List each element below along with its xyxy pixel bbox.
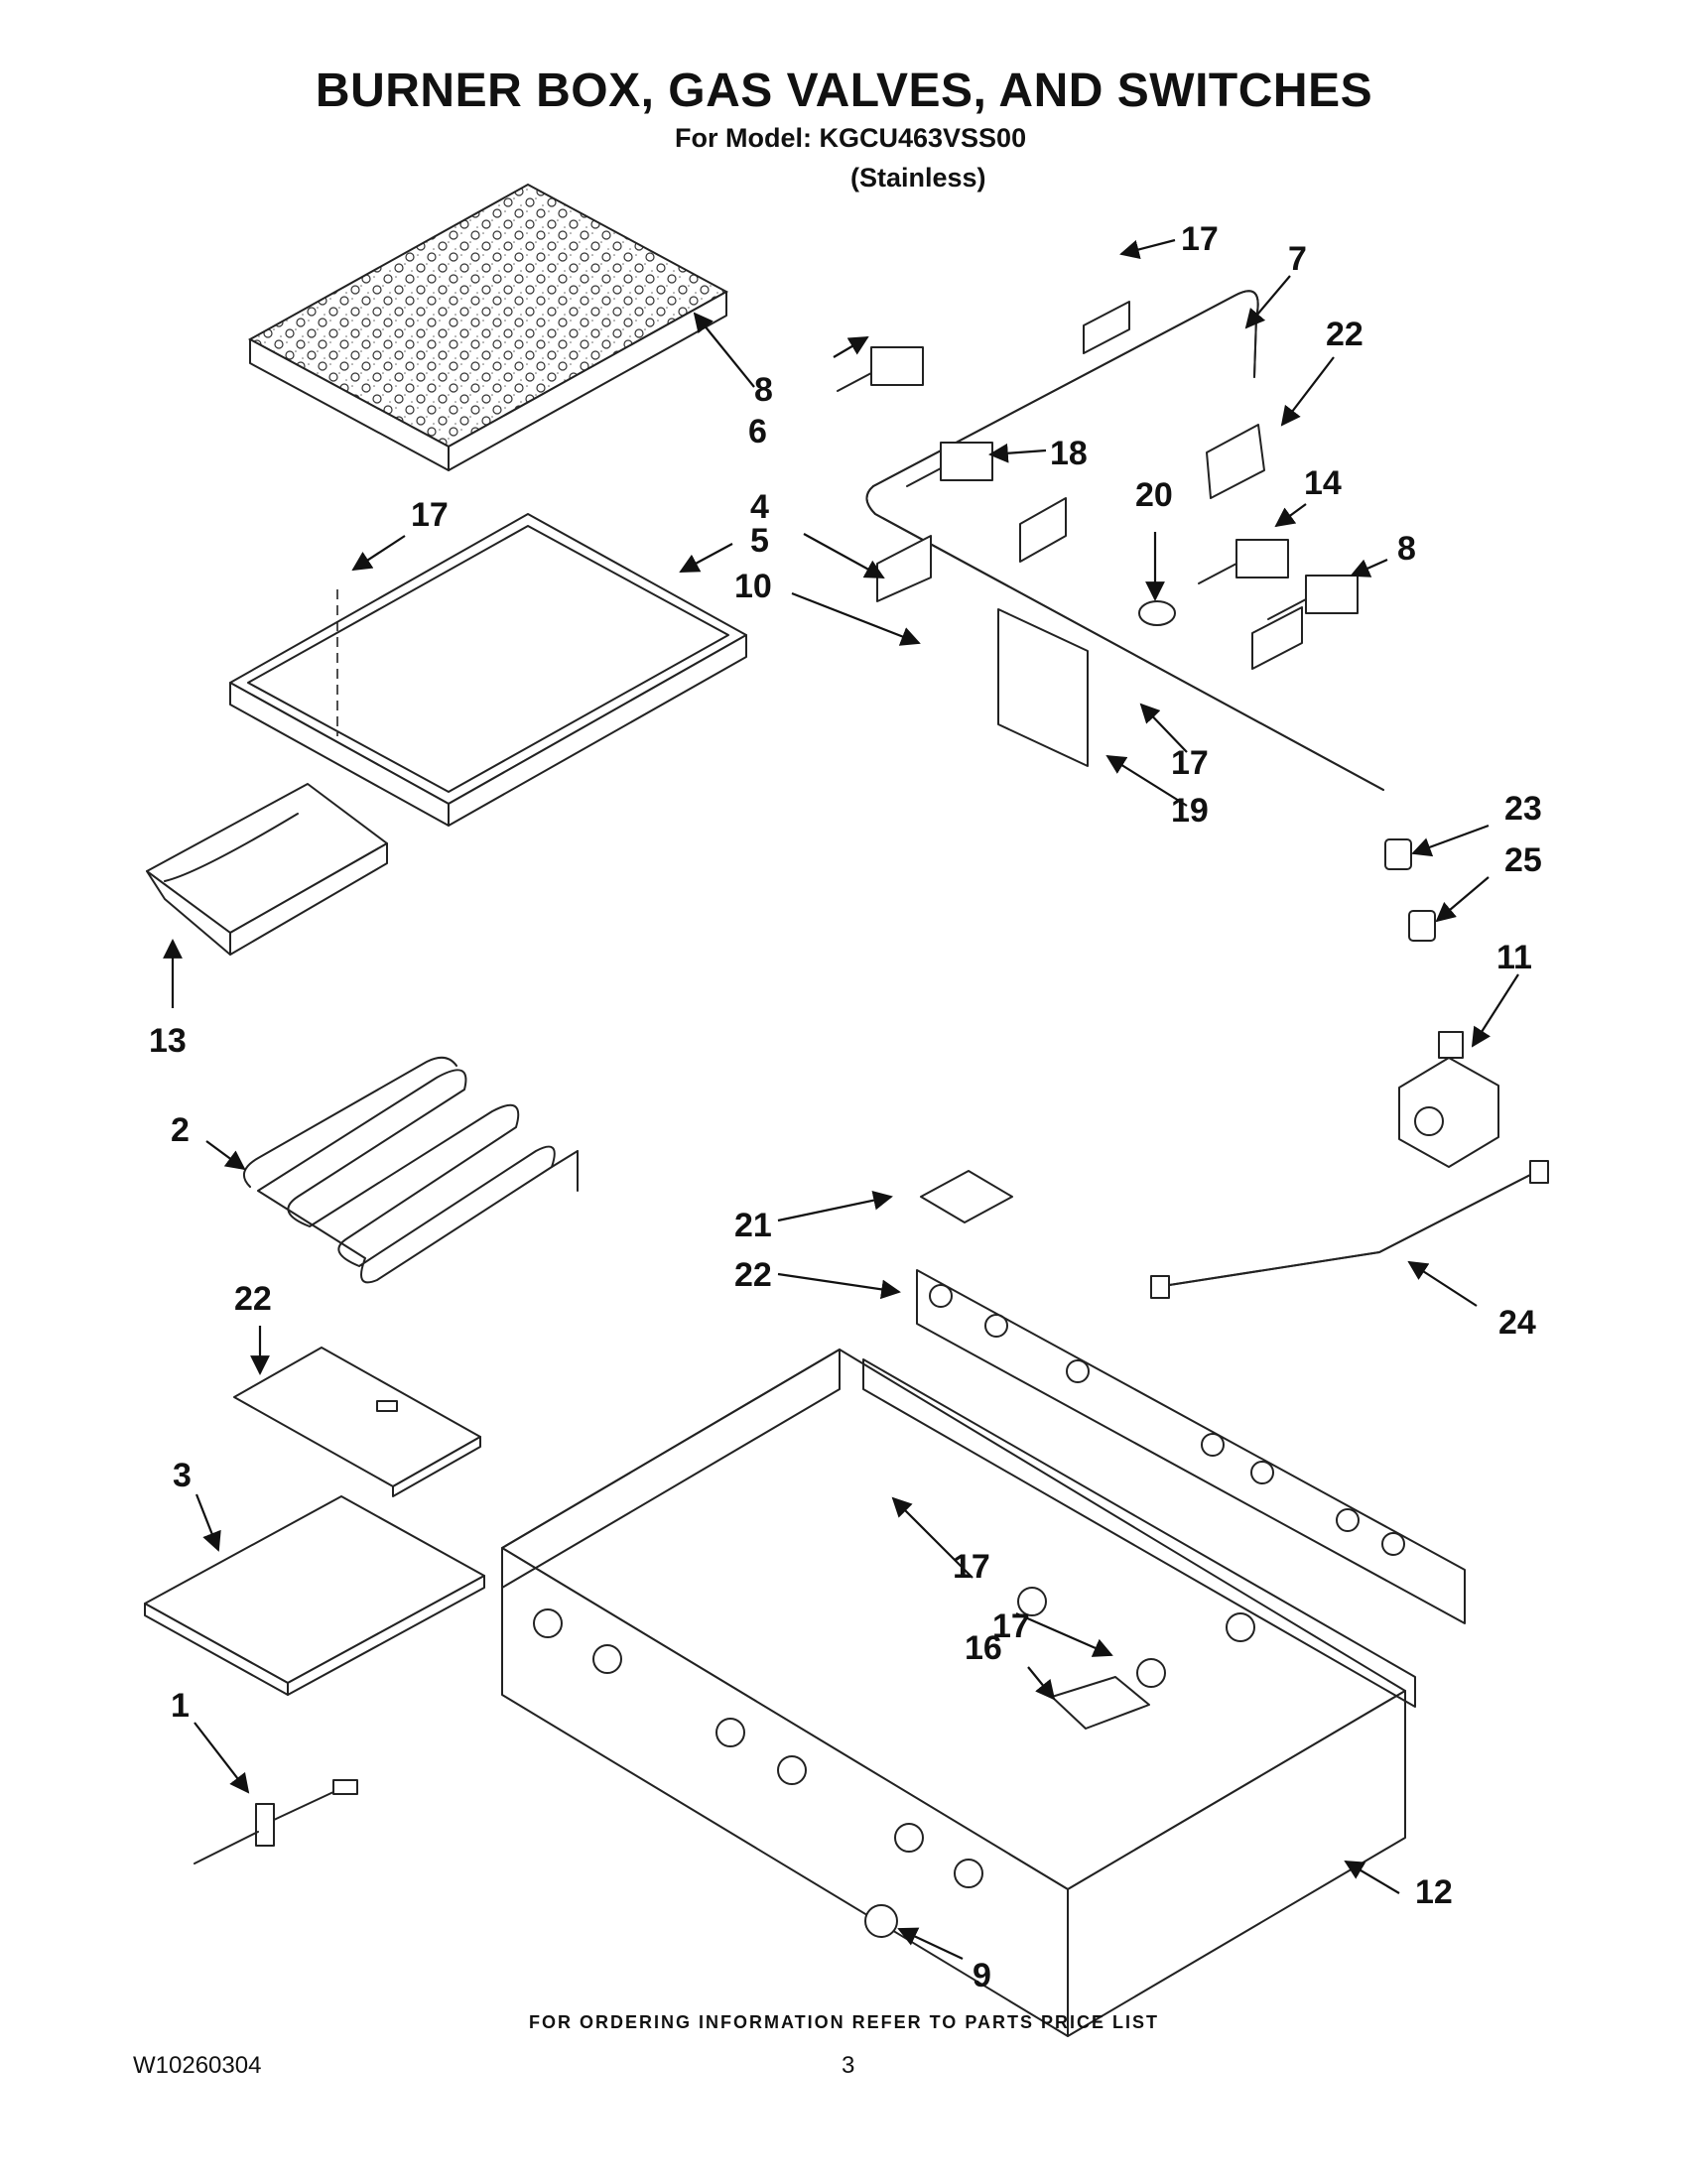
callout-4: 4 bbox=[750, 488, 769, 526]
callout-12: 12 bbox=[1415, 1873, 1453, 1911]
bottom-shield-part bbox=[144, 1495, 485, 1696]
knob-part bbox=[864, 1904, 898, 1938]
access-panel-part bbox=[997, 608, 1089, 767]
page-number: 3 bbox=[842, 2052, 855, 2079]
callout-17-lower: 17 bbox=[953, 1548, 990, 1586]
callout-11: 11 bbox=[1496, 939, 1532, 976]
callout-10: 10 bbox=[734, 568, 772, 605]
callout-19: 19 bbox=[1171, 792, 1209, 830]
igniter-part bbox=[194, 1779, 358, 1864]
callout-21: 21 bbox=[734, 1207, 772, 1244]
callout-22-left: 22 bbox=[234, 1280, 272, 1318]
pressure-regulator-part bbox=[1398, 1031, 1499, 1168]
document-number: W10260304 bbox=[133, 2052, 262, 2079]
callout-1: 1 bbox=[171, 1687, 190, 1725]
callout-23: 23 bbox=[1504, 790, 1542, 828]
burner-coil-part bbox=[242, 1056, 579, 1284]
callout-17-top: 17 bbox=[1181, 220, 1219, 258]
grease-tray-part bbox=[146, 783, 388, 956]
manifold-panel-part bbox=[916, 1269, 1466, 1624]
callout-18: 18 bbox=[1050, 435, 1088, 472]
drip-tray-frame-part bbox=[229, 513, 747, 827]
gas-valve-part bbox=[906, 442, 993, 487]
callout-22-top: 22 bbox=[1326, 316, 1363, 353]
callout-5: 5 bbox=[750, 522, 769, 560]
callout-3: 3 bbox=[173, 1457, 192, 1494]
callout-7: 7 bbox=[1288, 240, 1307, 278]
leader-arrows bbox=[163, 238, 1519, 1960]
callout-9: 9 bbox=[973, 1957, 991, 1994]
callout-25: 25 bbox=[1504, 841, 1542, 879]
callout-20: 20 bbox=[1135, 476, 1173, 514]
callout-8-right: 8 bbox=[1397, 530, 1416, 568]
model-line: For Model: KGCU463VSS00 bbox=[675, 123, 1027, 153]
bracket-part bbox=[876, 301, 1303, 670]
callout-14: 14 bbox=[1304, 464, 1342, 502]
callout-13: 13 bbox=[149, 1022, 187, 1060]
mount-bracket-part bbox=[1051, 1676, 1150, 1730]
callout-17-left: 17 bbox=[411, 496, 449, 534]
callout-16: 16 bbox=[965, 1629, 1002, 1667]
callout-17-lower-b: 17 bbox=[992, 1607, 1030, 1645]
heat-shield-part bbox=[233, 1347, 481, 1497]
callout-8-top: 8 bbox=[754, 371, 773, 409]
callout-6: 6 bbox=[748, 413, 767, 450]
variant-line: (Stainless) bbox=[850, 163, 986, 193]
callout-17-mid: 17 bbox=[1171, 744, 1209, 782]
gas-tube-part bbox=[1150, 1160, 1549, 1299]
griddle-plate-part bbox=[247, 183, 729, 471]
gas-valve-part bbox=[1267, 575, 1359, 620]
gas-valve-part bbox=[837, 346, 924, 392]
callout-22-panel: 22 bbox=[734, 1256, 772, 1294]
burner-box-part bbox=[501, 1349, 1416, 2037]
ordering-note: FOR ORDERING INFORMATION REFER TO PARTS … bbox=[528, 2012, 1159, 2032]
gas-valve-part bbox=[1198, 539, 1289, 584]
callout-24: 24 bbox=[1498, 1304, 1536, 1342]
disc-part bbox=[1138, 600, 1176, 626]
fitting-part bbox=[1384, 838, 1436, 942]
gas-manifold-part bbox=[865, 290, 1384, 791]
callout-2: 2 bbox=[171, 1111, 190, 1149]
page-title: BURNER BOX, GAS VALVES, AND SWITCHES bbox=[315, 64, 1373, 117]
cover-plate-part bbox=[920, 1170, 1013, 1223]
